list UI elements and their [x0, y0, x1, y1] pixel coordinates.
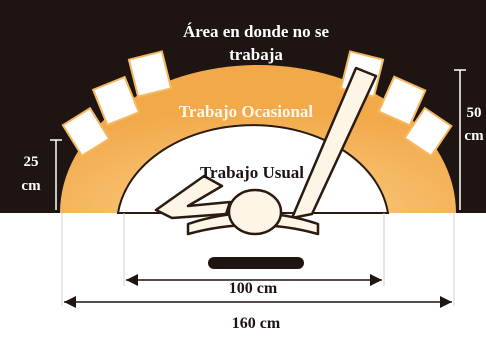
right-arm: [290, 66, 378, 220]
document-sheet: [403, 106, 453, 158]
document-sheet: [91, 75, 141, 127]
left-documents: [61, 50, 173, 158]
head: [227, 188, 283, 236]
document-sheet: [377, 75, 427, 127]
inner-width-label: 100 cm: [229, 280, 278, 297]
usual-zone-label: Trabajo Usual: [200, 163, 304, 182]
outer-area-label-line1: Área en donde no se: [183, 22, 330, 41]
right-height-unit: cm: [464, 128, 484, 144]
occasional-zone-label: Trabajo Ocasional: [179, 102, 314, 121]
chair-bar: [208, 257, 304, 269]
left-height-unit: cm: [21, 178, 41, 194]
left-height-value: 25: [24, 154, 39, 170]
right-height-dimension: [454, 69, 466, 210]
right-height-value: 50: [467, 105, 482, 121]
outer-area-label-line2: trabaja: [229, 45, 283, 64]
left-height-dimension: [50, 139, 62, 210]
left-arm: [154, 174, 232, 220]
document-sheet: [127, 50, 173, 98]
worker-figure: [154, 66, 378, 236]
document-sheet: [61, 106, 111, 158]
outer-width-label: 160 cm: [232, 315, 281, 332]
